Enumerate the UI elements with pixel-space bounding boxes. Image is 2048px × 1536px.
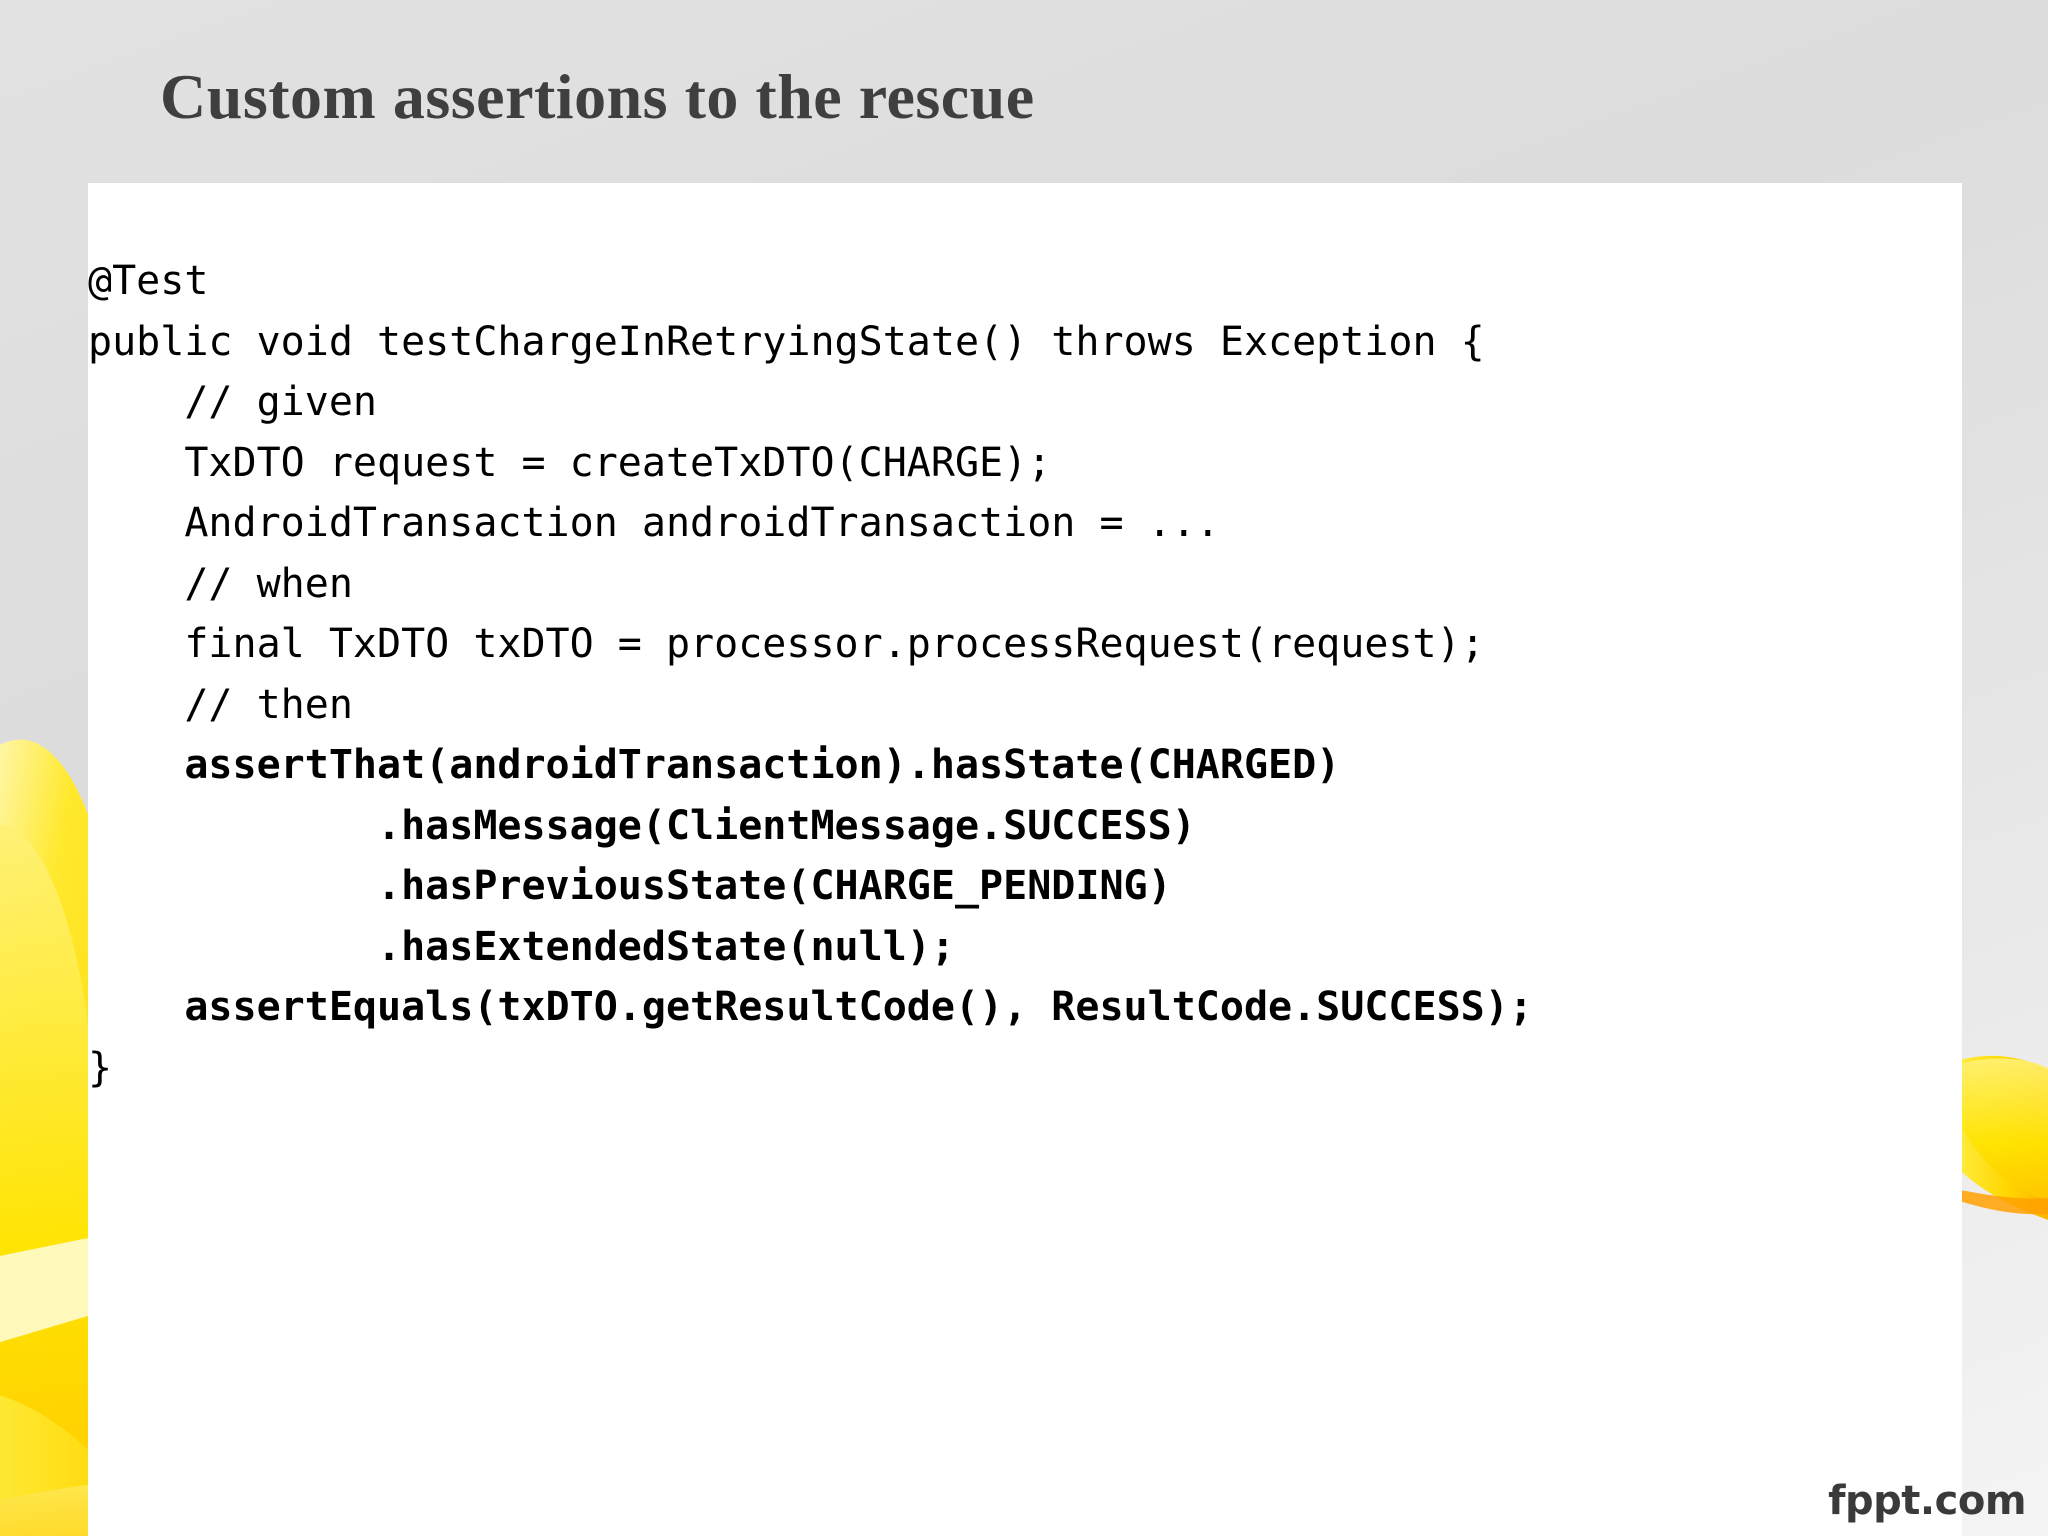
watermark-fppt: fppt.com [1828,1478,2026,1524]
code-line: AndroidTransaction androidTransaction = … [88,500,1220,546]
code-line: // when [88,560,353,607]
code-line: public void testChargeInRetryingState() … [88,318,1485,365]
code-line: @Test [88,258,209,304]
code-line: .hasPreviousState(CHARGE_PENDING) [88,863,1172,909]
code-panel: @Test public void testChargeInRetryingSta… [88,183,1962,1536]
code-block: @Test public void testChargeInRetryingSta… [88,223,1533,1098]
page-title: Custom assertions to the rescue [160,61,1035,132]
code-line: final TxDTO txDTO = processor.processReq… [88,621,1485,667]
code-line: TxDTO request = createTxDTO(CHARGE); [88,439,1052,486]
code-line: // then [88,681,353,728]
code-line: .hasExtendedState(null); [88,923,955,970]
code-line: .hasMessage(ClientMessage.SUCCESS) [88,802,1196,849]
code-line: assertThat(androidTransaction).hasState(… [88,742,1341,788]
code-line: // given [88,379,377,425]
code-line: assertEquals(txDTO.getResultCode(), Resu… [88,984,1533,1030]
code-line: } [88,1044,113,1091]
